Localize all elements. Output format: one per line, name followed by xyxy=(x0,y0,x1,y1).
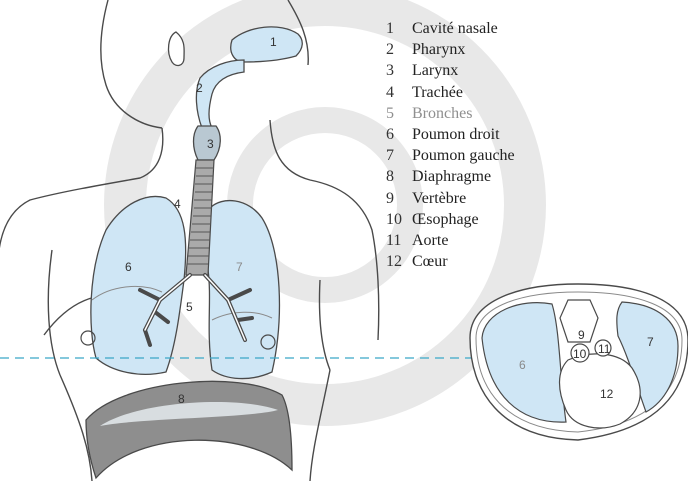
label-1: 1 xyxy=(270,35,277,49)
legend-number: 12 xyxy=(386,251,412,272)
legend-label: Aorte xyxy=(412,230,448,251)
legend-label: Œsophage xyxy=(412,209,479,230)
legend-label: Pharynx xyxy=(412,39,465,60)
legend-label: Vertèbre xyxy=(412,188,466,209)
diaphragm xyxy=(86,381,292,478)
label-6: 6 xyxy=(125,260,132,274)
legend-number: 9 xyxy=(386,188,412,209)
label-8: 8 xyxy=(178,392,185,406)
legend-number: 4 xyxy=(386,82,412,103)
legend-number: 11 xyxy=(386,230,412,251)
label-3: 3 xyxy=(207,137,214,151)
legend-label: Poumon droit xyxy=(412,124,500,145)
legend-number: 8 xyxy=(386,166,412,187)
label-10: 10 xyxy=(573,347,587,361)
legend-number: 2 xyxy=(386,39,412,60)
legend-number: 5 xyxy=(386,103,412,124)
legend-label: Cœur xyxy=(412,251,448,272)
legend-number: 3 xyxy=(386,60,412,81)
legend-label: Larynx xyxy=(412,60,458,81)
label-7: 7 xyxy=(236,260,243,274)
label-6-section: 6 xyxy=(519,358,526,372)
label-7-section: 7 xyxy=(647,335,654,349)
legend-label: Poumon gauche xyxy=(412,145,515,166)
legend-number: 10 xyxy=(386,209,412,230)
legend-label: Trachée xyxy=(412,82,463,103)
label-2: 2 xyxy=(196,81,203,95)
label-4: 4 xyxy=(174,197,181,211)
label-9: 9 xyxy=(578,328,585,342)
legend-label: Cavité nasale xyxy=(412,18,498,39)
legend-label: Diaphragme xyxy=(412,166,491,187)
left-lung xyxy=(204,201,280,379)
label-5: 5 xyxy=(186,300,193,314)
legend-number: 7 xyxy=(386,145,412,166)
legend-label: Bronches xyxy=(412,103,472,124)
label-11: 11 xyxy=(598,342,611,356)
thorax-cross-section xyxy=(470,284,688,440)
legend-number: 1 xyxy=(386,18,412,39)
legend-number: 6 xyxy=(386,124,412,145)
label-12: 12 xyxy=(600,387,614,401)
